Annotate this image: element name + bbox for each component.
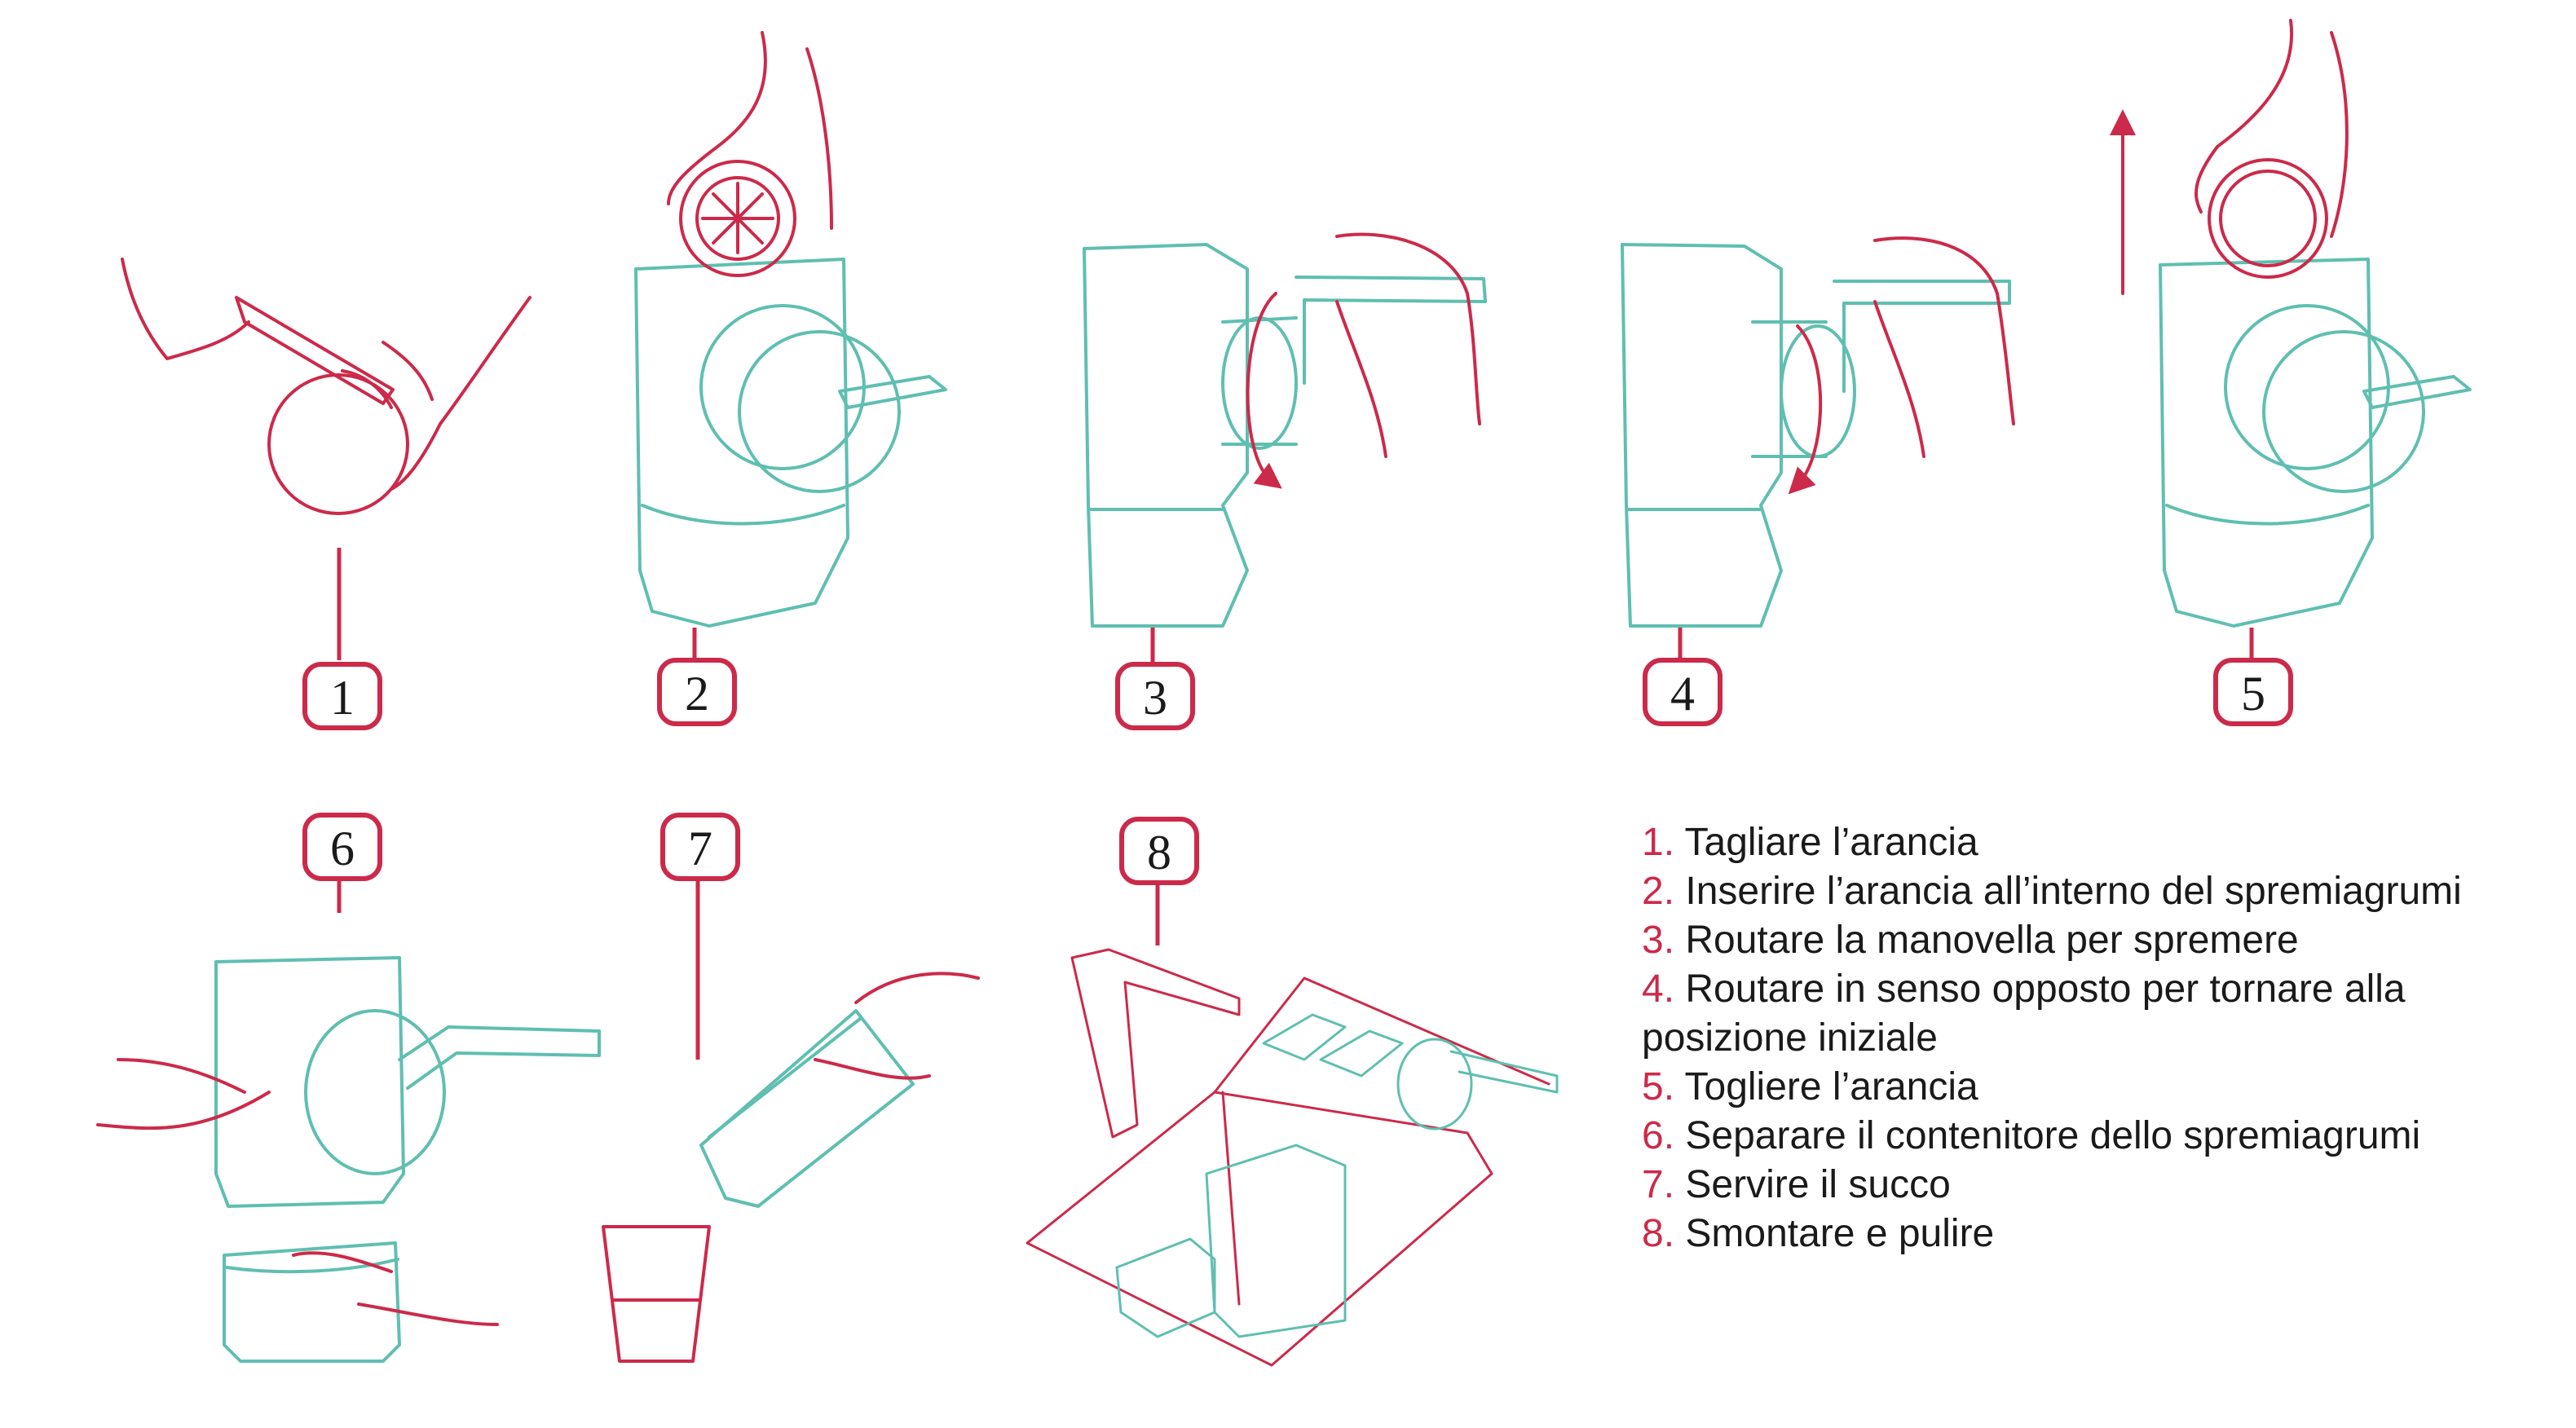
step-text: Tagliare l’arancia [1684, 821, 1978, 864]
svg-text:7: 7 [688, 822, 712, 875]
part-lid-2 [1319, 1029, 1404, 1078]
juicer-body-shape [634, 258, 849, 628]
step-item: 5. Togliere l’arancia [1642, 1063, 2539, 1112]
juicer-side-shape [1083, 243, 1249, 628]
step-number: 5. [1642, 1065, 1675, 1108]
svg-text:2: 2 [685, 667, 709, 721]
step-text: Smontare e pulire [1685, 1212, 1995, 1255]
knife-shape [235, 296, 395, 405]
juicer-drum-shape [2224, 304, 2390, 470]
step-2-illustration [634, 31, 947, 628]
crank-arm-shape [398, 1025, 601, 1090]
step-badge-3: 3 [1115, 662, 1195, 730]
orange-half-shape [679, 160, 796, 277]
hand-right-shape [382, 296, 532, 491]
step-text: Servire il succo [1685, 1163, 1951, 1206]
step-item: 7. Servire il succo [1642, 1161, 2539, 1210]
step-number: 7. [1642, 1163, 1675, 1206]
juicer-drum-shape [699, 304, 866, 470]
step-badge-6: 6 [302, 813, 382, 881]
step-item: 6. Separare il contenitore dello spremia… [1642, 1112, 2539, 1161]
hand-left-shape [121, 258, 250, 360]
step-badge-1: 1 [302, 662, 382, 730]
faucet-shape [1070, 948, 1241, 1139]
step-item: 2. Inserire l’arancia all’interno del sp… [1642, 867, 2539, 916]
step-5-illustration [2110, 19, 2472, 628]
step-text: Togliere l’arancia [1684, 1065, 1978, 1108]
hand-left-shape [96, 1058, 271, 1130]
svg-text:3: 3 [1143, 671, 1167, 725]
svg-text:4: 4 [1670, 667, 1695, 721]
container-tilted-shape [699, 1009, 915, 1208]
sink-shape [1026, 1091, 1493, 1367]
step-badge-4: 4 [1643, 658, 1722, 726]
step-badge-5: 5 [2213, 658, 2293, 726]
crank-handle-shape [2362, 375, 2472, 409]
juicer-body-shape [2159, 258, 2374, 628]
step-text: Inserire l’arancia all’interno del sprem… [1685, 870, 2462, 913]
svg-text:1: 1 [330, 671, 355, 725]
hand-shape [1873, 236, 2015, 458]
step-badge-2: 2 [657, 658, 737, 726]
part-container [1115, 1237, 1216, 1338]
steps-list: 1. Tagliare l’arancia 2. Inserire l’aran… [1642, 818, 2539, 1258]
step-item: 4. Routare in senso opposto per tornare … [1642, 965, 2539, 1063]
step-6-illustration [96, 956, 601, 1363]
orange-shape [267, 373, 409, 515]
crank-handle-shape [838, 375, 947, 409]
glass-shape [602, 1225, 711, 1363]
step-text: Routare la manovella per spremere [1685, 919, 2299, 962]
step-4-illustration [1621, 236, 2015, 628]
svg-text:8: 8 [1147, 826, 1171, 879]
hand-shape [2194, 19, 2349, 238]
svg-text:5: 5 [2241, 667, 2265, 721]
step-number: 3. [1642, 919, 1675, 962]
step-badge-8: 8 [1119, 817, 1199, 885]
drum-side-shape [1221, 316, 1298, 450]
step-badge-7: 7 [660, 813, 740, 881]
orange-half-shape [2208, 158, 2328, 279]
step-number: 8. [1642, 1212, 1675, 1255]
step-text: Routare in senso opposto per tornare all… [1642, 967, 2406, 1060]
drum-shape [304, 1009, 446, 1175]
step-1-illustration [121, 258, 532, 515]
step-item: 8. Smontare e pulire [1642, 1210, 2539, 1258]
step-8-illustration [1026, 948, 1559, 1367]
hand-shape [814, 972, 980, 1080]
step-item: 3. Routare la manovella per spremere [1642, 916, 2539, 965]
crank-arm-shape [1295, 275, 1487, 385]
step-item: 1. Tagliare l’arancia [1642, 818, 2539, 867]
step-3-illustration [1083, 232, 1487, 628]
juicer-side-shape [1621, 243, 1783, 628]
container-shape [223, 1241, 401, 1363]
part-crank [1449, 1050, 1559, 1094]
rotation-arrow [1788, 324, 1823, 495]
step-number: 1. [1642, 821, 1675, 864]
step-7-illustration [602, 972, 980, 1363]
step-number: 2. [1642, 870, 1675, 913]
part-drum [1396, 1038, 1473, 1130]
part-lid-1 [1262, 1013, 1347, 1061]
crank-arm-shape [1833, 280, 2011, 393]
step-text: Separare il contenitore dello spremiagru… [1685, 1114, 2421, 1157]
part-body [1205, 1144, 1347, 1338]
step-number: 4. [1642, 967, 1675, 1011]
juicer-top-shape [214, 956, 405, 1208]
svg-text:6: 6 [330, 822, 355, 875]
hand-bottom-shape [292, 1251, 499, 1326]
rotation-arrow [1246, 292, 1282, 489]
step-number: 6. [1642, 1114, 1675, 1157]
hand-shape [667, 31, 833, 230]
hand-shape [1335, 232, 1481, 458]
